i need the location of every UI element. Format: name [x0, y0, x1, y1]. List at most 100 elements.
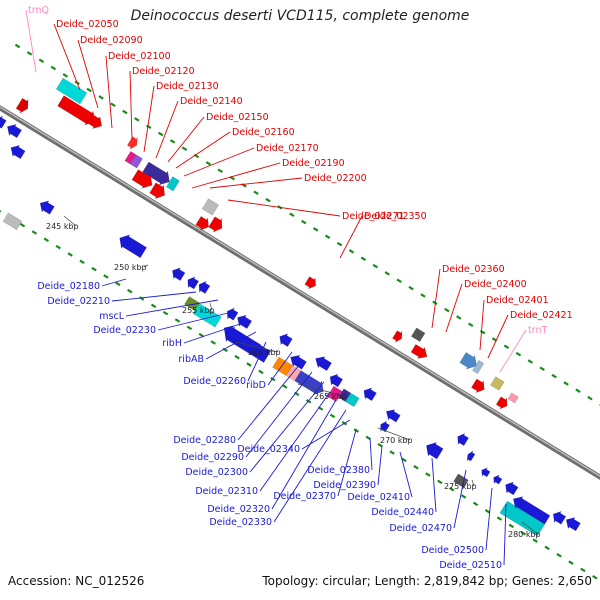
- tick-track-dash: [336, 241, 343, 247]
- gene-reverse: [481, 467, 491, 478]
- bottom-gene-label-leader: [245, 371, 313, 458]
- bottom-gene-label: Deide_02390: [313, 480, 376, 491]
- bottom-gene-label-leader: [399, 451, 413, 498]
- tick-track-dash: [205, 161, 212, 166]
- top-gene-label: Deide_02100: [108, 51, 171, 62]
- tick-track-dash: [169, 139, 176, 144]
- tick-track-dash: [413, 464, 419, 470]
- top-gene-label-leader: [183, 147, 255, 177]
- tick-track-dash: [110, 102, 116, 107]
- bottom-gene-label: Deide_02330: [209, 517, 272, 528]
- tick-track-dash: [115, 281, 121, 287]
- top-gene-label: trnT: [528, 325, 547, 336]
- tick-track-dash: [544, 545, 550, 551]
- bottom-gene-label-leader: [273, 409, 347, 523]
- bottom-gene-label-leader: [301, 419, 351, 450]
- top-gene-label: Deide_02170: [256, 143, 319, 154]
- tick-track-dash: [0, 210, 2, 213]
- tick-track-dash: [38, 58, 45, 63]
- top-gene-label: Deide_02190: [282, 158, 345, 169]
- gene-reverse: [552, 510, 567, 525]
- bottom-gene-label: Deide_02180: [37, 281, 100, 292]
- tick-track-dash: [353, 428, 360, 433]
- top-gene-label-leader: [129, 70, 133, 141]
- kbp-label: 270 kbp: [380, 436, 413, 445]
- gene-forward: [201, 198, 219, 216]
- top-gene-label-leader: [25, 9, 37, 73]
- tick-track-dash: [103, 274, 109, 279]
- gene-reverse: [426, 441, 444, 460]
- top-gene-label-leader: [431, 268, 441, 329]
- gene-forward: [195, 216, 209, 231]
- tick-track-dash: [79, 259, 85, 265]
- tick-track-dash: [62, 73, 68, 78]
- bottom-gene-label: Deide_02300: [185, 467, 248, 478]
- gene-reverse: [329, 373, 344, 388]
- kbp-tick: [521, 521, 539, 535]
- bottom-gene-label: Deide_02340: [237, 444, 300, 455]
- bottom-gene-label-leader: [183, 321, 247, 344]
- gene-reverse: [7, 123, 22, 139]
- gene-reverse: [226, 307, 239, 321]
- tick-track-dash: [437, 479, 443, 485]
- accession-text: Accession: NC_012526: [8, 574, 145, 588]
- tick-track-dash: [556, 552, 562, 558]
- gene-forward: [495, 396, 508, 410]
- top-gene-label-leader: [479, 299, 485, 351]
- gene-reverse: [345, 392, 360, 408]
- tick-track-dash: [43, 237, 50, 243]
- tick-track-dash: [503, 344, 510, 350]
- kbp-label: 255 kbp: [182, 306, 215, 315]
- tick-track-dash: [198, 332, 205, 338]
- top-gene-label-leader: [167, 116, 205, 163]
- tick-track-dash: [289, 212, 295, 217]
- kbp-label: 245 kbp: [46, 222, 79, 231]
- top-gene-label-leader: [339, 215, 363, 259]
- genome-backbone-highlight: [0, 106, 600, 477]
- tick-track-dash: [270, 376, 276, 382]
- tick-track-dash: [127, 288, 133, 294]
- gene-reverse: [198, 280, 211, 294]
- tick-track-dash: [432, 300, 438, 306]
- tick-track-dash: [55, 244, 61, 250]
- top-gene-label-leader: [143, 85, 155, 153]
- tick-track-dash: [527, 359, 534, 364]
- top-gene-label: Deide_02401: [486, 295, 549, 306]
- gene-forward: [392, 330, 403, 344]
- gene-reverse: [2, 212, 23, 231]
- tick-track-dash: [472, 501, 479, 507]
- gene-forward: [471, 378, 485, 394]
- tick-track-dash: [282, 384, 288, 389]
- top-gene-label-leader: [445, 283, 463, 333]
- bottom-gene-label: Deide_02210: [47, 296, 110, 307]
- top-gene-label: Deide_02090: [80, 35, 143, 46]
- kbp-label: 260 kbp: [248, 348, 281, 357]
- tick-track-dash: [301, 219, 307, 225]
- tick-track-dash: [19, 222, 26, 228]
- bottom-gene-label-leader: [249, 381, 325, 473]
- gene-forward: [410, 344, 428, 359]
- gene-reverse: [499, 500, 546, 537]
- top-gene-label-leader: [191, 162, 281, 189]
- bottom-gene-label-leader: [157, 311, 233, 331]
- gene-forward: [127, 136, 138, 150]
- bottom-gene-label: ribAB: [178, 354, 204, 365]
- top-gene-label-leader: [499, 329, 527, 373]
- top-gene-label: Deide_02120: [132, 66, 195, 77]
- kbp-tick: [471, 479, 475, 487]
- bottom-gene-label-leader: [485, 487, 493, 551]
- gene-forward: [131, 169, 153, 189]
- gene-forward: [490, 376, 505, 391]
- top-gene-label: Deide_02400: [464, 279, 527, 290]
- tick-track-dash: [31, 230, 38, 235]
- gene-forward: [507, 392, 519, 404]
- top-gene-label-leader: [175, 131, 231, 169]
- bottom-gene-label: Deide_02500: [421, 545, 484, 556]
- tick-track-dash: [449, 486, 455, 492]
- tick-track-dash: [408, 285, 414, 291]
- tick-track-dash: [134, 117, 140, 122]
- genome-backbone: [0, 105, 600, 481]
- tick-track-dash: [563, 381, 569, 386]
- top-gene-label: Deide_02271: [342, 211, 405, 222]
- kbp-tick: [235, 341, 279, 353]
